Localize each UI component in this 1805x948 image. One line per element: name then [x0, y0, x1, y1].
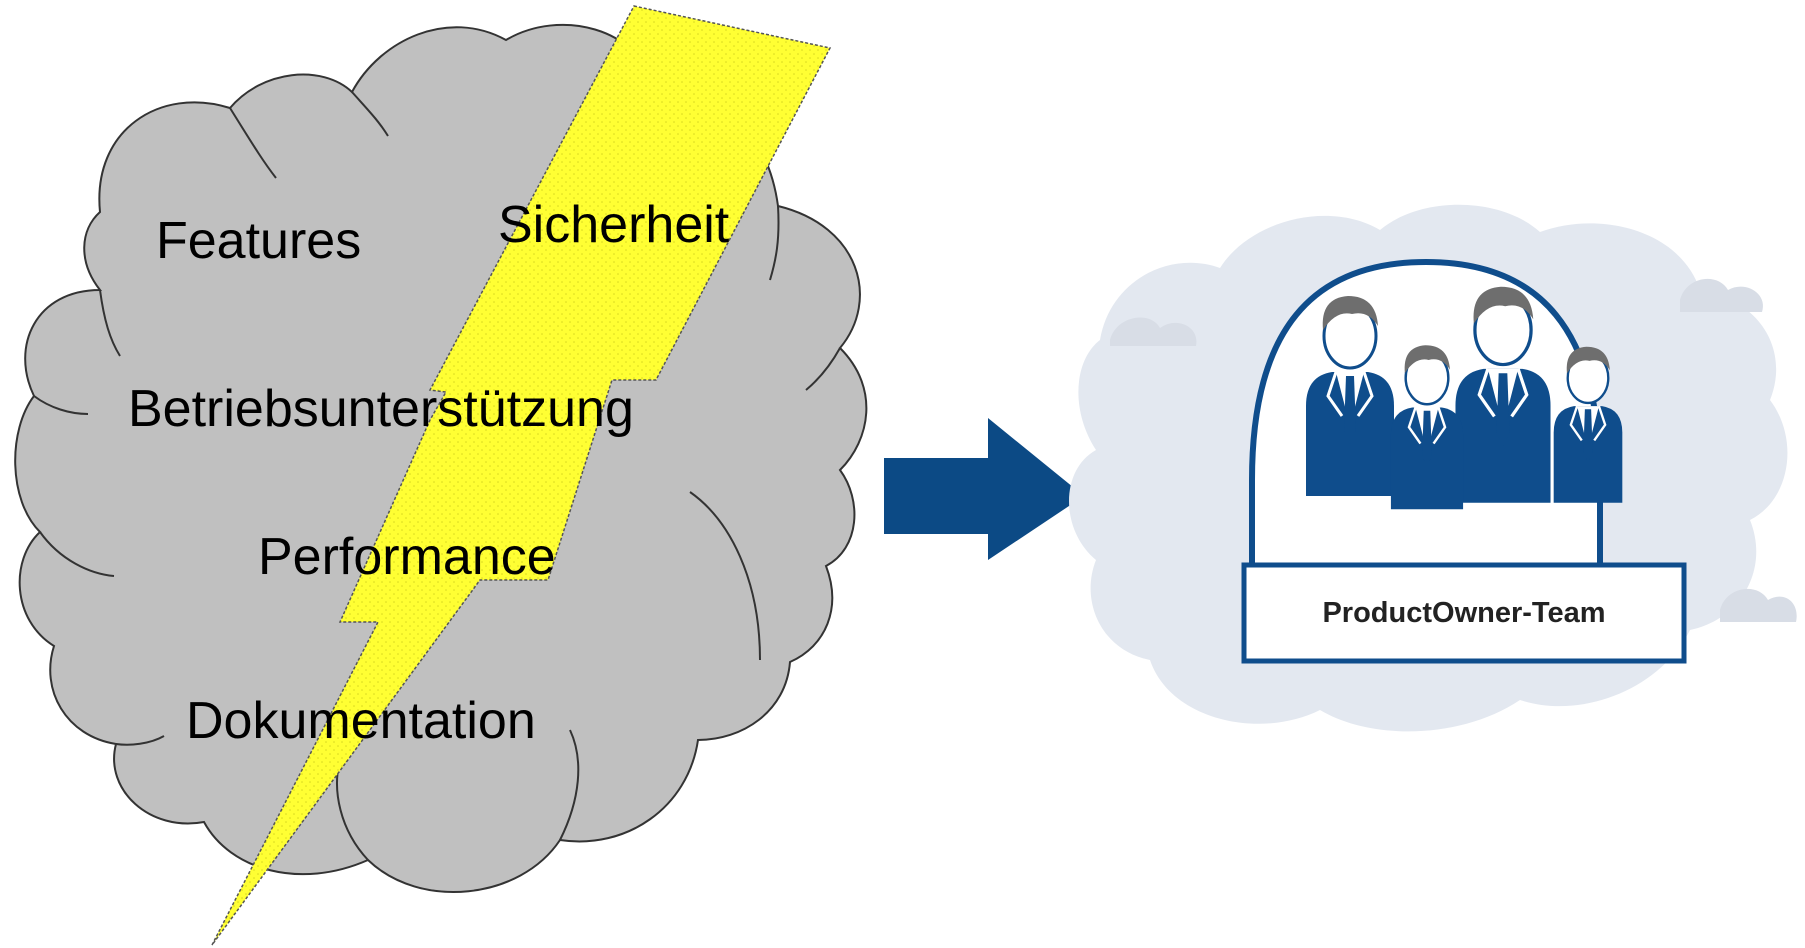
label-betriebsunterstuetzung: Betriebsunterstützung [128, 380, 634, 438]
team-graphic: ProductOwner-Team [1069, 204, 1797, 732]
team-label-box [1241, 562, 1687, 664]
lightning-bolt-icon [211, 5, 832, 946]
label-features: Features [156, 212, 361, 270]
arrow-right-icon [884, 418, 1084, 560]
label-sicherheit: Sicherheit [498, 196, 730, 254]
label-dokumentation: Dokumentation [186, 692, 536, 750]
small-cloud-bottom-right [1720, 588, 1797, 622]
label-performance: Performance [258, 528, 556, 586]
small-cloud-right [1680, 278, 1764, 312]
team-label: ProductOwner-Team [1322, 597, 1605, 629]
small-cloud-left [1110, 317, 1197, 346]
